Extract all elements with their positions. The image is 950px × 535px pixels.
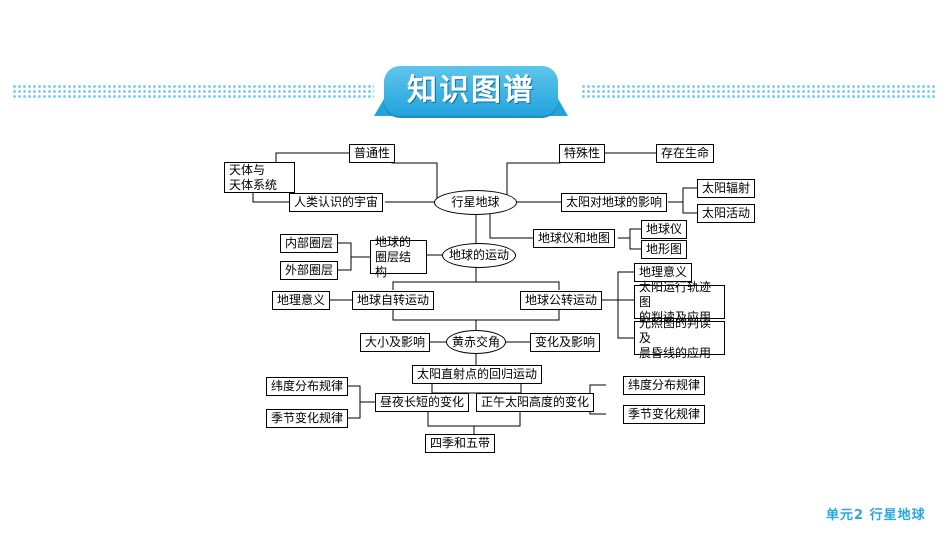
node-puton: 普通性 (349, 144, 396, 163)
node-huodong: 太阳活动 (697, 204, 756, 223)
node-guiji-line2: 的判读及应用 (639, 309, 712, 324)
page-title: 知识图谱 (407, 73, 535, 108)
node-guiji-line1: 太阳运行轨迹图 (639, 279, 712, 309)
node-cunzai: 存在生命 (656, 144, 715, 163)
node-yiyi-right: 地理意义 (634, 263, 693, 282)
node-zhengwu: 正午太阳高度的变化 (476, 393, 595, 412)
link-teshu (506, 153, 561, 201)
link-split (431, 383, 522, 394)
node-siji: 四季和五带 (425, 434, 496, 453)
node-weidu-right: 纬度分布规律 (623, 376, 706, 395)
node-zhouye: 昼夜长短的变化 (375, 393, 470, 412)
node-jijie-right: 季节变化规律 (623, 405, 706, 424)
node-fushe: 太阳辐射 (697, 179, 756, 198)
node-diqiuyi: 地球仪 (641, 220, 688, 239)
node-zizhuan: 地球自转运动 (352, 291, 435, 310)
link-puton (391, 153, 438, 201)
node-taiyang-impact: 太阳对地球的影响 (561, 193, 668, 212)
link-map (489, 214, 533, 239)
link-diqiuyi (618, 228, 641, 239)
node-guangzhao-line1: 光照图的判读及 (639, 315, 712, 345)
link-combine (392, 310, 560, 321)
link-zizhuan (392, 267, 477, 290)
link-tianti-renlei (252, 192, 289, 203)
node-guangzhao-line2: 晨昏线的应用 (639, 345, 712, 360)
link-huodong (682, 202, 697, 214)
node-quanceng: 地球的 圈层结构 (370, 235, 427, 279)
node-tianti-line2: 天体系统 (229, 177, 278, 192)
node-gongzhuan: 地球公转运动 (520, 291, 603, 310)
node-weidu-left: 纬度分布规律 (266, 377, 349, 396)
link-dixingtu (629, 238, 641, 250)
node-renlei: 人类认识的宇宙 (289, 193, 384, 212)
node-teshu: 特殊性 (559, 144, 606, 163)
node-diqiuyi-map: 地球仪和地图 (533, 229, 616, 248)
link-guangzhao (617, 300, 634, 339)
node-yundong: 地球的运动 (442, 243, 516, 268)
node-tianti: 天体与 天体系统 (224, 162, 295, 193)
node-zhishe: 太阳直射点的回归运动 (412, 365, 543, 384)
node-guangzhao: 光照图的判读及 晨昏线的应用 (634, 316, 725, 360)
node-dixingtu: 地形图 (641, 240, 688, 259)
node-jijie-left: 季节变化规律 (266, 409, 349, 428)
node-yiyi-left: 地理意义 (272, 291, 331, 310)
node-guiji: 太阳运行轨迹图 的判读及应用 (634, 280, 725, 324)
dotted-rule-left (12, 84, 374, 100)
dotted-rule-right (581, 84, 936, 100)
link-quanceng (424, 250, 442, 256)
node-quanceng-line2: 圈层结构 (375, 249, 412, 279)
link-gongzhuan (476, 281, 560, 290)
node-neibu: 内部圈层 (280, 234, 339, 253)
link-siji-join (427, 412, 521, 427)
link-yiyi-right (601, 271, 634, 301)
node-quanceng-line1: 地球的 (375, 234, 412, 249)
link-fushe (668, 187, 697, 203)
node-waibu: 外部圈层 (280, 261, 339, 280)
node-bianhua: 变化及影响 (530, 333, 601, 352)
title-banner (384, 66, 558, 116)
node-huangchi: 黄赤交角 (446, 330, 506, 354)
node-daxiao: 大小及影响 (360, 333, 431, 352)
link-neiwai (336, 242, 352, 271)
node-tianti-line1: 天体与 (229, 162, 266, 177)
unit-footer: 单元2 行星地球 (826, 508, 926, 523)
node-xingxing: 行星地球 (434, 190, 517, 215)
